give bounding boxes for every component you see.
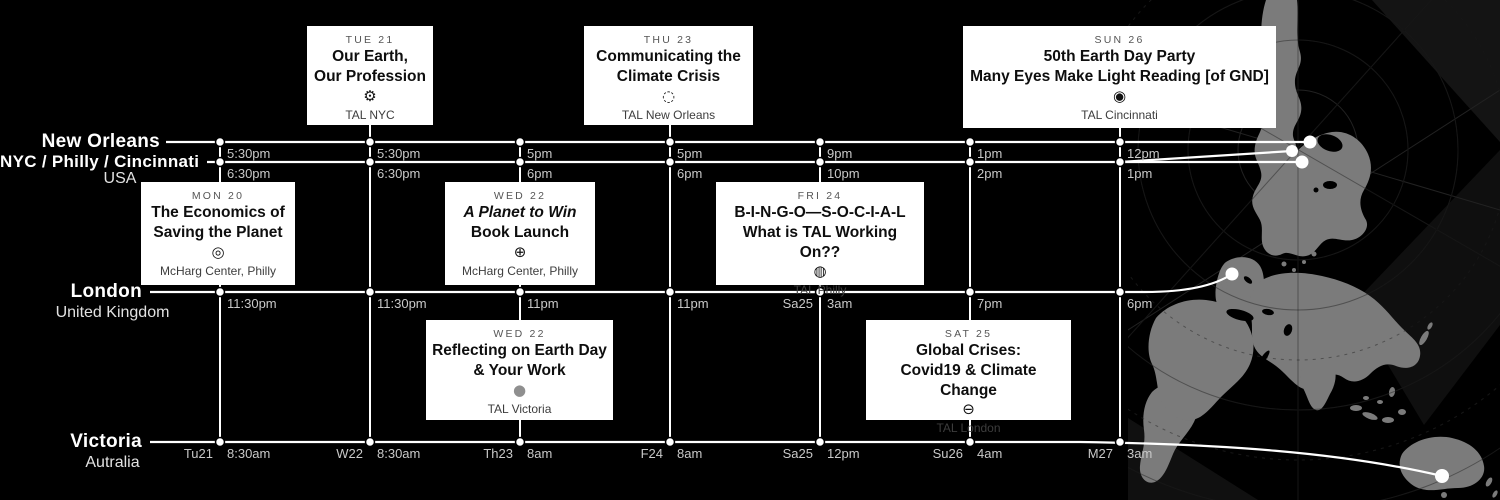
event-card-thu23: THU 23 Communicating the Climate Crisis … [584, 26, 753, 125]
eye-record-icon: ◉ [1112, 86, 1127, 105]
time-label: 3am [1127, 446, 1153, 461]
row-label-nyc-philly-cincinnati: NYC / Philly / Cincinnati [0, 152, 200, 171]
event-venue: McHarg Center, Philly [461, 263, 579, 278]
event-card-mon20: MON 20 The Economics of Saving the Plane… [141, 182, 295, 285]
map-land [1139, 0, 1498, 498]
event-title: Reflecting on Earth Day & Your Work [432, 342, 607, 379]
event-title: Our Earth, Our Profession [314, 48, 426, 85]
event-title: Communicating the Climate Crisis [596, 48, 741, 85]
region-label-australia: Autralia [85, 454, 140, 471]
time-label: 1pm [1127, 166, 1153, 181]
event-title: 50th Earth Day Party Many Eyes Make Ligh… [970, 48, 1269, 85]
time-label: 5:30pm [377, 146, 421, 161]
event-venue: TAL NYC [345, 107, 395, 122]
date-note-label: Sa25 [782, 296, 813, 311]
map-dot-new-orleans-row [1303, 135, 1317, 149]
time-label: 6pm [677, 166, 703, 181]
graticule-land [1128, 0, 1500, 500]
world-map [1128, 0, 1500, 500]
globe-meridians-icon: ⊕ [513, 242, 527, 261]
map-dot-london [1225, 267, 1239, 281]
event-card-sat25: SAT 25 Global Crises: Covid19 & Climate … [866, 320, 1071, 435]
dotted-circle-icon: ◌ [661, 86, 676, 105]
event-venue: TAL London [936, 421, 1001, 436]
gear-icon: ⚙ [363, 86, 377, 105]
map-dot-cincinnati [1286, 145, 1298, 157]
row-line-london [150, 273, 1233, 294]
time-label: 8:30am [377, 446, 421, 461]
event-venue: McHarg Center, Philly [159, 263, 277, 278]
row-label-victoria: Victoria [70, 431, 142, 452]
row-branch-cincinnati [1119, 149, 1293, 164]
date-note-label: Su26 [932, 446, 963, 461]
event-day: SAT 25 [944, 328, 993, 340]
event-venue: TAL Cincinnati [1081, 107, 1158, 122]
date-note-label: Sa25 [782, 446, 813, 461]
map-dots [1225, 135, 1449, 483]
event-venue: TAL Victoria [487, 401, 552, 416]
event-venue: TAL Philly [793, 283, 847, 298]
date-note-label: Th23 [483, 446, 513, 461]
event-card-wed22-book-launch: WED 22 A Planet to Win Book Launch ⊕ McH… [445, 182, 595, 285]
time-label: 8:30am [227, 446, 271, 461]
globe-latitude-icon: ⊖ [962, 400, 975, 419]
event-card-wed22-victoria: WED 22 Reflecting on Earth Day & Your Wo… [426, 320, 613, 420]
time-label: 2pm [977, 166, 1003, 181]
row-label-london: London [70, 281, 142, 302]
event-title: B-I-N-G-O—S-O-C-I-A-L What is TAL Workin… [734, 204, 906, 261]
time-label: 4am [977, 446, 1003, 461]
region-label-usa: USA [103, 170, 137, 187]
time-label: 10pm [827, 166, 860, 181]
time-label: 11:30pm [377, 296, 427, 311]
map-facet [1352, 150, 1500, 425]
event-day: TUE 21 [345, 34, 395, 46]
ball-icon: ◍ [813, 262, 827, 281]
timeline-nodes [214, 136, 1126, 448]
event-title: The Economics of Saving the Planet [151, 204, 285, 241]
time-label: 12pm [827, 446, 860, 461]
event-day: THU 23 [643, 34, 694, 46]
map-facet [1372, 0, 1500, 142]
time-label: 3am [827, 296, 853, 311]
time-label: 11pm [677, 296, 709, 311]
time-label: 9pm [827, 146, 853, 161]
event-title: Global Crises: Covid19 & Climate Change [900, 342, 1037, 399]
event-day: FRI 24 [797, 190, 843, 202]
time-label: 6pm [1127, 296, 1153, 311]
event-day: SUN 26 [1094, 34, 1145, 46]
date-note-label: W22 [336, 446, 363, 461]
time-label: 5:30pm [227, 146, 271, 161]
event-day: WED 22 [493, 328, 546, 340]
target-globe-icon: ◎ [211, 242, 225, 261]
time-label: 6pm [527, 166, 553, 181]
time-label: 8am [527, 446, 553, 461]
time-label: 7pm [977, 296, 1003, 311]
map-dot-nyc-philly [1295, 155, 1309, 169]
row-label-new-orleans: New Orleans [41, 131, 160, 152]
time-label: 11pm [527, 296, 559, 311]
event-card-sun26: SUN 26 50th Earth Day Party Many Eyes Ma… [963, 26, 1276, 128]
event-card-fri24: FRI 24 B-I-N-G-O—S-O-C-I-A-L What is TAL… [716, 182, 924, 297]
date-note-label: Tu21 [183, 446, 213, 461]
time-label: 11:30pm [227, 296, 277, 311]
time-label: 5pm [527, 146, 553, 161]
event-card-tue21: TUE 21 Our Earth, Our Profession ⚙ TAL N… [307, 26, 433, 125]
event-day: MON 20 [191, 190, 245, 202]
time-label: 12pm [1127, 146, 1160, 161]
event-title: A Planet to Win Book Launch [463, 204, 577, 241]
shaded-sphere-icon: ● [512, 380, 527, 399]
time-label: 1pm [977, 146, 1003, 161]
map-dot-victoria [1435, 469, 1449, 483]
event-venue: TAL New Orleans [621, 107, 716, 122]
event-day: WED 22 [493, 190, 547, 202]
date-note-label: M27 [1087, 446, 1113, 461]
map-water-details [1226, 134, 1343, 366]
time-label: 8am [677, 446, 703, 461]
region-label-united-kingdom: United Kingdom [55, 304, 170, 321]
time-label: 5pm [677, 146, 703, 161]
time-label: 6:30pm [377, 166, 421, 181]
time-label: 6:30pm [227, 166, 271, 181]
date-note-label: F24 [640, 446, 663, 461]
